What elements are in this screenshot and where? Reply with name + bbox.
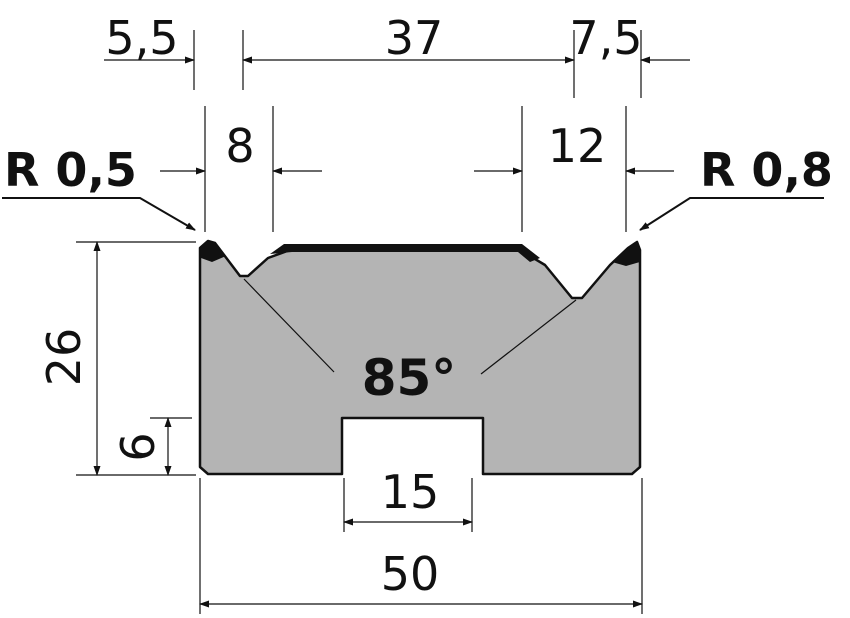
angle-line-left: [243, 278, 335, 373]
top-edge-right: [612, 242, 640, 266]
dim-left-offset-label: 5,5: [105, 11, 178, 65]
dim-right-v-width-label: 12: [548, 119, 607, 173]
left-radius-leader: [2, 197, 196, 231]
angle-line-right: [480, 299, 577, 375]
dim-left-v-width-label: 8: [225, 119, 254, 173]
right-radius-label: R 0,8: [700, 143, 833, 197]
dim-slot-depth-label: 6: [111, 432, 165, 461]
dim-slot-width-label: 15: [381, 465, 440, 519]
right-radius-leader: [639, 197, 824, 231]
dim-height-label: 26: [37, 328, 91, 387]
dim-center-width-label: 37: [385, 11, 444, 65]
top-strip-center: [270, 244, 540, 262]
left-radius-label: R 0,5: [4, 143, 137, 197]
dim-right-offset-label: 7,5: [569, 11, 642, 65]
extension-lines-bottom: [199, 478, 643, 614]
dim-total-width-label: 50: [381, 547, 440, 601]
top-edge-left: [200, 241, 226, 262]
v-angle-label: 85°: [362, 349, 457, 407]
